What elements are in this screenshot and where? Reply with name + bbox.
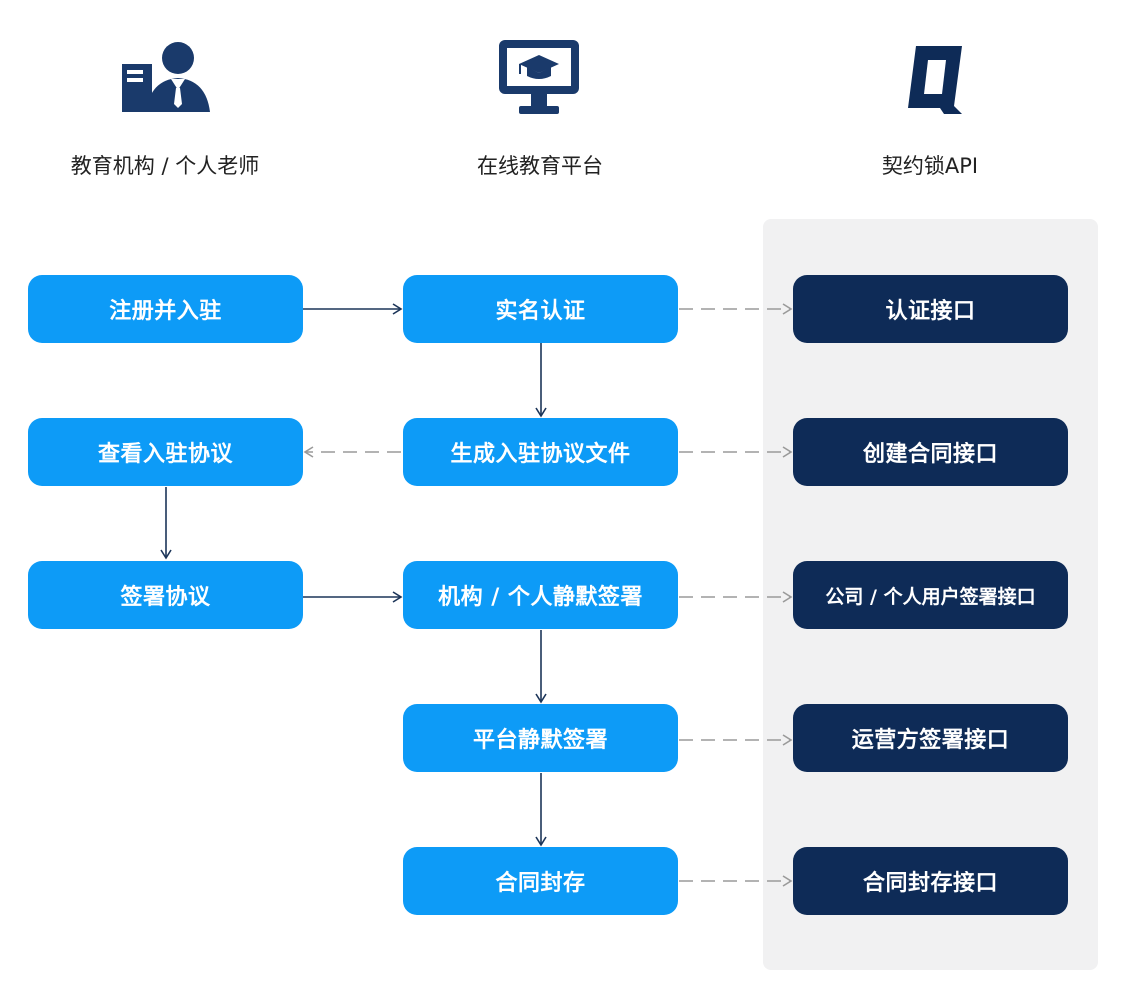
qiyuesuo-logo-icon xyxy=(906,44,968,120)
step-generate-doc: 生成入驻协议文件 xyxy=(403,418,678,486)
step-platform-silent-sign: 平台静默签署 xyxy=(403,704,678,772)
column-title-api: 契约锁API xyxy=(881,154,979,178)
graduation-monitor-icon xyxy=(499,38,579,122)
step-archive: 合同封存 xyxy=(403,847,678,915)
step-register: 注册并入驻 xyxy=(28,275,303,343)
column-title-institution: 教育机构 / 个人老师 xyxy=(70,154,260,178)
column-title-platform: 在线教育平台 xyxy=(477,154,603,178)
api-archive: 合同封存接口 xyxy=(793,847,1068,915)
step-sign-agreement: 签署协议 xyxy=(28,561,303,629)
step-org-silent-sign: 机构 / 个人静默签署 xyxy=(403,561,678,629)
api-company-sign: 公司 / 个人用户签署接口 xyxy=(793,561,1068,629)
step-view-agreement: 查看入驻协议 xyxy=(28,418,303,486)
api-verify: 认证接口 xyxy=(793,275,1068,343)
api-operator-sign: 运营方签署接口 xyxy=(793,704,1068,772)
api-create-contract: 创建合同接口 xyxy=(793,418,1068,486)
teacher-icon xyxy=(122,40,214,120)
step-verify: 实名认证 xyxy=(403,275,678,343)
